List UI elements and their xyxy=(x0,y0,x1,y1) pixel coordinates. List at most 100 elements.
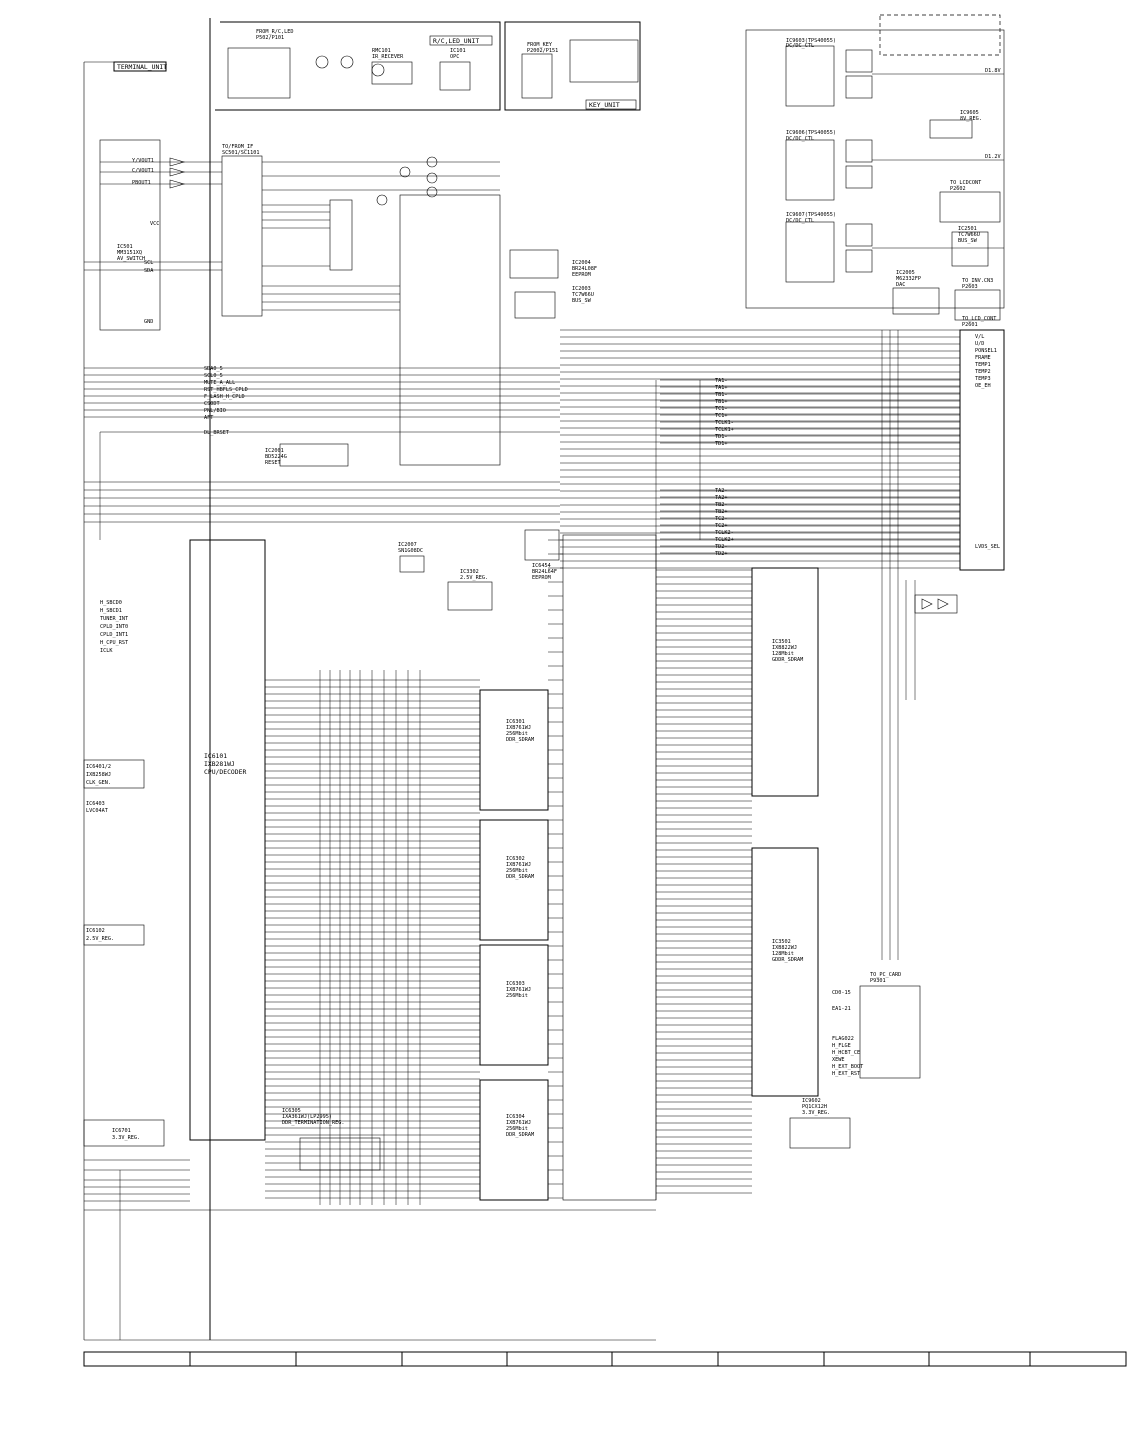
svg-text:BR24L08F: BR24L08F xyxy=(572,266,597,272)
svg-text:3.3V_REG.: 3.3V_REG. xyxy=(802,1110,830,1116)
lvds-signal-label: TCLK2- xyxy=(715,530,734,536)
svg-text:H_SBCD1: H_SBCD1 xyxy=(100,608,122,614)
svg-text:IC6303: IC6303 xyxy=(506,981,525,987)
svg-text:CS0DT: CS0DT xyxy=(204,401,220,407)
svg-text:IXB761WJ: IXB761WJ xyxy=(506,725,531,731)
svg-text:PBOUT1: PBOUT1 xyxy=(132,180,151,186)
ddr-vertical-lines xyxy=(319,670,421,1205)
svg-text:H_SBCD0: H_SBCD0 xyxy=(100,600,122,606)
svg-text:EA1-21: EA1-21 xyxy=(832,1006,851,1012)
svg-text:BUS_SW: BUS_SW xyxy=(958,238,978,244)
mid-left-signal-labels: SDA0_5 SCL0_5 MUTE_A_ALL RST_HBFLS_CPLD … xyxy=(204,366,248,436)
svg-text:BUS_SW: BUS_SW xyxy=(572,298,592,304)
ic101-block: IC101 OPC xyxy=(439,48,471,91)
lvds-signal-label: TA2+ xyxy=(715,495,728,501)
svg-text:OE_EH: OE_EH xyxy=(975,383,991,389)
svg-text:IC2007: IC2007 xyxy=(398,542,417,548)
lvds-signal-label: TCLK1- xyxy=(715,420,734,426)
svg-text:DC/DC_CTL: DC/DC_CTL xyxy=(786,218,814,224)
svg-text:BD5224G: BD5224G xyxy=(265,454,287,460)
svg-text:IC6301: IC6301 xyxy=(506,719,525,725)
ic2005-dac: IC2005 M62332FP DAC xyxy=(892,270,940,315)
lvds-signal-label: TD1- xyxy=(715,434,728,440)
svg-text:IXB761WJ: IXB761WJ xyxy=(506,862,531,868)
address-data-bus xyxy=(548,329,960,1199)
svg-text:SN1G08DC: SN1G08DC xyxy=(398,548,423,554)
svg-text:CLK_GEN.: CLK_GEN. xyxy=(86,780,111,786)
dcdc-output-rails xyxy=(872,73,1004,249)
svg-text:P502/P101: P502/P101 xyxy=(256,35,284,41)
svg-text:LVDS_SEL: LVDS_SEL xyxy=(975,544,1000,550)
ic6301-ddr-sdram: IC6301 IXB761WJ 256Mbit DDR_SDRAM xyxy=(479,689,549,811)
svg-text:TUNER_INT: TUNER_INT xyxy=(100,616,128,622)
lvds-signal-label: TC2- xyxy=(715,516,728,522)
ic501-av-switch: IC501 MM3151XQ AV_SWITCH xyxy=(99,139,161,331)
to-lcd-cont-p2601: TO_LCD_CONT P2601 xyxy=(959,316,1005,571)
svg-text:V/L: V/L xyxy=(975,334,984,340)
svg-text:IC6701: IC6701 xyxy=(112,1128,131,1134)
lvds-signal-label: TCLK1+ xyxy=(715,427,734,433)
ddr-bus-lines xyxy=(265,679,480,1199)
svg-text:RMC101: RMC101 xyxy=(372,48,391,54)
svg-text:FRAME: FRAME xyxy=(975,355,991,361)
rmc101-block: RMC101 IR_RECEVER xyxy=(371,48,413,85)
bottom-title-dividers xyxy=(189,1352,1031,1366)
ic2007-logic-gate: IC2007 SN1G08DC xyxy=(398,542,425,573)
svg-text:GDDR_SDRAM: GDDR_SDRAM xyxy=(772,957,803,963)
top-transistor-row xyxy=(315,55,438,206)
ic9607-dcdc: IC9607(TPS40055) DC/DC_CTL xyxy=(785,212,873,283)
svg-text:IC9605: IC9605 xyxy=(960,110,979,116)
svg-text:128Mbit: 128Mbit xyxy=(772,651,794,657)
svg-text:KEY_UNIT: KEY_UNIT xyxy=(589,101,620,109)
svg-text:P2002/P151: P2002/P151 xyxy=(527,48,558,54)
svg-text:IXB761WJ: IXB761WJ xyxy=(506,987,531,993)
svg-text:H_EXT_RST: H_EXT_RST xyxy=(832,1071,860,1077)
svg-text:U/D: U/D xyxy=(975,341,984,347)
ic501-input-labels: Y/VOUT1 C/VOUT1 PBOUT1 VCC SCL SDA GND xyxy=(132,158,159,325)
ic3302-2v5-reg: IC3302 2.5V_REG. xyxy=(447,569,493,611)
svg-text:IC2003: IC2003 xyxy=(572,286,591,292)
ic6401-clock-gen: IC6401/2 IXB258WJ CLK_GEN. xyxy=(83,759,145,789)
svg-text:C/VOUT1: C/VOUT1 xyxy=(132,168,154,174)
svg-text:SCL: SCL xyxy=(144,260,153,266)
right-long-verticals xyxy=(84,330,916,1341)
svg-text:TO_INV.CN3: TO_INV.CN3 xyxy=(962,278,993,284)
svg-text:AV_SWITCH: AV_SWITCH xyxy=(117,256,145,262)
svg-text:CD0-15: CD0-15 xyxy=(832,990,851,996)
svg-text:FROM_R/C,LED: FROM_R/C,LED xyxy=(256,29,293,35)
svg-text:H_HCBT_CE: H_HCBT_CE xyxy=(832,1050,860,1056)
lvds-signal-label: TB1+ xyxy=(715,399,728,405)
lvds-signal-label: TB2+ xyxy=(715,509,728,515)
svg-text:TEMP2: TEMP2 xyxy=(975,369,991,375)
svg-text:FLAG022: FLAG022 xyxy=(832,1036,854,1042)
lcd-connector-pin-labels: V/L U/D PONSEL1 FRAME TEMP1 TEMP2 TEMP3 … xyxy=(975,334,1000,550)
svg-text:3.3V_REG.: 3.3V_REG. xyxy=(112,1135,140,1141)
lvds-signal-label: TC1+ xyxy=(715,413,728,419)
svg-text:IR_RECEVER: IR_RECEVER xyxy=(372,54,404,60)
svg-text:LVC04AT: LVC04AT xyxy=(86,808,108,814)
svg-text:DDR_TERMINATION_REG.: DDR_TERMINATION_REG. xyxy=(282,1120,344,1126)
key-unit-label-box: KEY_UNIT xyxy=(585,99,637,110)
ic6302-ddr-sdram: IC6302 IXB761WJ 256Mbit DDR_SDRAM xyxy=(479,819,549,941)
svg-text:IC501: IC501 xyxy=(117,244,133,250)
svg-text:IC2001: IC2001 xyxy=(265,448,284,454)
ic6102-2v5-reg: IC6102 2.5V_REG. xyxy=(83,924,145,946)
ic6701-3v3-reg: IC6701 3.3V_REG. xyxy=(83,1119,165,1147)
lvds-signal-label: TA2- xyxy=(715,488,728,494)
bottom-title-strip xyxy=(83,1351,1127,1367)
bottom-left-horizontal-lines xyxy=(84,1159,190,1202)
outer-frame xyxy=(83,14,1127,1367)
svg-text:RESET: RESET xyxy=(265,460,281,466)
svg-text:256Mbit: 256Mbit xyxy=(506,1126,528,1132)
lvds-signal-label: TB1- xyxy=(715,392,728,398)
ic2004-eeprom: IC2004 BR24L08F EEPROM xyxy=(509,249,597,279)
svg-text:IC2501: IC2501 xyxy=(958,226,977,232)
svg-text:DC/DC_CTL: DC/DC_CTL xyxy=(786,136,814,142)
svg-text:P2601: P2601 xyxy=(962,322,978,328)
ic6303-ddr-sdram: IC6303 IXB761WJ 256Mbit xyxy=(479,944,549,1066)
svg-text:DDR_SDRAM: DDR_SDRAM xyxy=(506,1132,534,1138)
central-logic-block xyxy=(329,194,501,466)
svg-text:DAC: DAC xyxy=(896,282,905,288)
svg-text:OPC: OPC xyxy=(450,54,459,60)
svg-text:IC3302: IC3302 xyxy=(460,569,479,575)
